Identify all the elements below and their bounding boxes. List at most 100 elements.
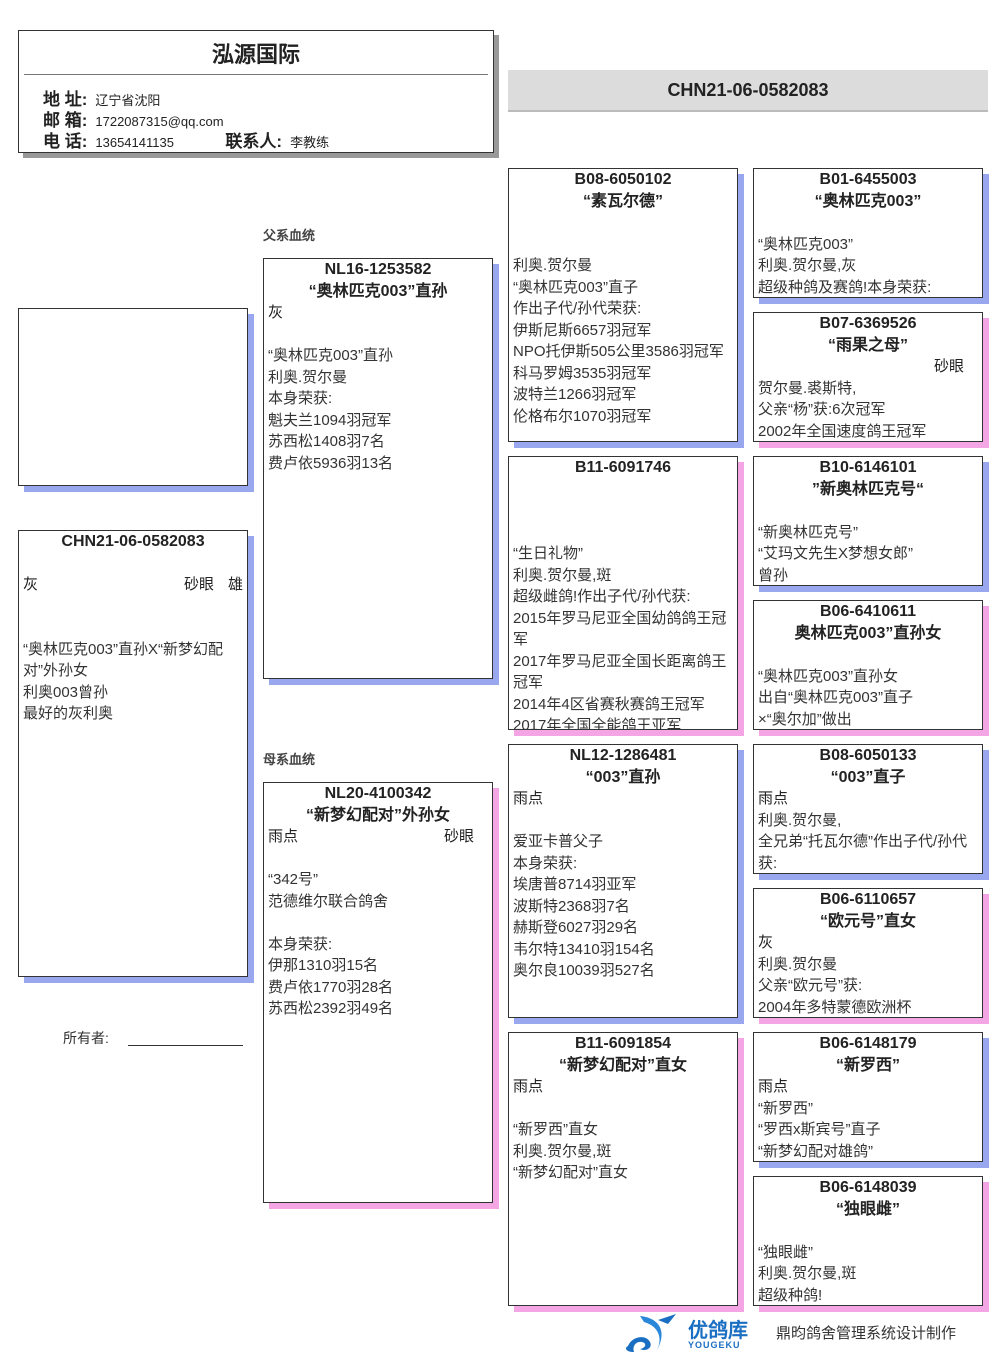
ring-number: B06-6148039 <box>819 1179 917 1196</box>
description-line: 2014年4区省赛秋赛鸽王冠军 <box>513 695 705 713</box>
description-line: 利奥.贺尔曼 <box>513 257 593 274</box>
description-line: 2015年罗马尼亚全国幼鸽鸽王冠军 <box>513 609 727 649</box>
pigeon-card-dd[interactable]: B11-6091854“新梦幻配对”直女雨点“新罗西”直女利奥.贺尔曼,斑“新梦… <box>508 1032 738 1306</box>
description-line: “新梦幻配对”直女 <box>513 1164 628 1181</box>
pigeon-name <box>19 553 247 575</box>
description-line: 奥尔良10039羽527名 <box>513 962 655 979</box>
pigeon-name: “素瓦尔德” <box>582 192 663 210</box>
sire-line-label: 父系血统 <box>263 228 316 243</box>
description-line: 费卢依5936羽13名 <box>268 454 394 472</box>
ring-number: CHN21-06-0582083 <box>61 533 205 550</box>
plumage-color <box>513 212 719 234</box>
meta-row <box>754 1220 982 1242</box>
yougeku-logo: 优鸽库 YOUGEKU <box>620 1312 760 1356</box>
description-line <box>264 848 492 870</box>
pigeon-card-dds[interactable]: B06-6148179“新罗西”雨点“新罗西”“罗西x斯宾号”直子“新梦幻配对雄… <box>753 1032 983 1162</box>
description-line: 利奥.贺尔曼,斑 <box>513 566 612 584</box>
pigeon-name: “新梦幻配对”直女 <box>558 1056 687 1074</box>
meta-row: 雨点 <box>754 788 982 810</box>
ring-number: NL12-1286481 <box>569 747 677 764</box>
meta-row <box>754 644 982 666</box>
description-line: 最好的灰利奥 <box>23 705 114 722</box>
pigeon-card-ddd[interactable]: B06-6148039“独眼雌”“独眼雌”利奥.贺尔曼,斑超级种鸽! <box>753 1176 983 1306</box>
description-line: “奥林匹克003”直孙 <box>268 347 394 364</box>
description-line: 费卢依1770羽28名 <box>268 978 394 996</box>
plumage-color <box>758 356 934 378</box>
ring-number: B11-6091854 <box>574 1035 672 1052</box>
meta-row <box>754 212 982 234</box>
description-line: 利奥.贺尔曼 <box>268 368 348 386</box>
description-line: 波斯特2368羽7名 <box>513 897 630 915</box>
description-line: “新奥林匹克号” <box>758 523 858 541</box>
description-line: “新罗西”直女 <box>513 1121 598 1138</box>
pigeon-card-sss[interactable]: B01-6455003“奥林匹克003”“奥林匹克003”利奥.贺尔曼,灰超级种… <box>753 168 983 298</box>
owner-signature-line[interactable] <box>128 1045 243 1046</box>
description-line: 2017年罗马尼亚全国长距离鸽王冠军 <box>513 652 727 692</box>
pigeon-card-ss[interactable]: B08-6050102 “素瓦尔德” 利奥.贺尔曼 “奥林匹克003”直子作出子代/孙… <box>508 168 738 442</box>
pigeon-card-dsd[interactable]: B06-6110657“欧元号”直女灰利奥.贺尔曼父亲“欧元号”获:2004年多… <box>753 888 983 1018</box>
meta-row: 雨点 <box>509 788 737 810</box>
description-line: 作出子代/孙代荣获: <box>513 300 642 317</box>
description-line: 伊斯尼斯6657羽冠军 <box>513 321 652 339</box>
logo-text-cn: 优鸽库 <box>688 1320 748 1342</box>
description-line: 苏西松2392羽49名 <box>268 1000 394 1017</box>
eye-type: 砂眼 <box>183 576 214 593</box>
description-line <box>264 324 492 346</box>
plumage-color: 雨点 <box>513 790 544 807</box>
ring-number: B06-6410611 <box>819 603 917 620</box>
pigeon-card-sd[interactable]: B11-6091746“生日礼物”利奥.贺尔曼,斑超级雌鸽!作出子代/孙代获:2… <box>508 456 738 730</box>
meta-row <box>754 500 982 522</box>
description-line: ×“奥尔加”做出 <box>758 710 852 728</box>
description-line: 本身荣获: <box>513 854 578 872</box>
description-line: 利奥.贺尔曼, <box>758 811 842 829</box>
plumage-color: 雨点 <box>758 1078 789 1095</box>
description-line: “新罗西” <box>758 1099 813 1117</box>
pigeon-card-dam[interactable]: NL20-4100342“新梦幻配对”外孙女雨点砂眼“342号”范德维尔联合鸽舍… <box>263 782 493 1203</box>
pigeon-card-ds[interactable]: NL12-1286481“003”直孙雨点爱亚卡普父子本身荣获:埃唐普8714羽… <box>508 744 738 1018</box>
description-line <box>509 234 737 256</box>
description-line: 韦尔特13410羽154名 <box>513 940 655 958</box>
ring-number: B11-6091746 <box>574 459 672 476</box>
pigeon-name: “003”直孙 <box>585 768 661 786</box>
phone-label: 电 话: <box>43 132 88 151</box>
ring-number: NL20-4100342 <box>324 785 432 802</box>
pigeon-card-dss[interactable]: B08-6050133“003”直子雨点利奥.贺尔曼,全兄弟“托瓦尔德”作出子代… <box>753 744 983 874</box>
plumage-color <box>758 644 964 666</box>
meta-row: 砂眼 <box>754 356 982 378</box>
contact-value: 李教练 <box>290 135 330 150</box>
ring-number: B08-6050102 <box>574 171 672 188</box>
pigeon-name: ”新奥林匹克号“ <box>811 480 924 498</box>
description-line <box>509 1098 737 1120</box>
pigeon-name: “独眼雌” <box>835 1200 900 1218</box>
description-line: “罗西x斯宾号”直子 <box>758 1121 881 1138</box>
owner-label: 所有者: <box>63 1030 109 1046</box>
plumage-color <box>758 212 964 234</box>
description-line: 2004年多特蒙德欧洲杯 <box>758 998 912 1016</box>
plumage-color <box>758 500 964 522</box>
description-line: 超级种鸽及赛鸽!本身荣获: <box>758 278 932 296</box>
address-row: 地 址: 辽宁省沈阳 <box>43 85 160 110</box>
pigeon-card-sds[interactable]: B10-6146101”新奥林匹克号““新奥林匹克号”“艾玛文先生X梦想女郎”曾… <box>753 456 983 586</box>
ring-number: NL16-1253582 <box>324 261 432 278</box>
loft-name: 泓源国际 <box>211 42 300 67</box>
ring-number: B08-6050133 <box>819 747 917 764</box>
ring-number: B01-6455003 <box>819 171 917 188</box>
pigeon-name: 奥林匹克003”直孙女 <box>794 624 942 642</box>
description-line: “奥林匹克003”直子 <box>513 278 639 296</box>
plumage-color: 灰 <box>268 304 284 321</box>
logo-text-en: YOUGEKU <box>688 1340 741 1350</box>
ring-number: B10-6146101 <box>819 459 917 476</box>
email-value: 1722087315@qq.com <box>95 114 224 129</box>
description-line <box>264 912 492 934</box>
description-line: 利奥.贺尔曼,灰 <box>758 257 857 274</box>
divider <box>24 74 488 75</box>
description-line: 父亲“杨”获:6次冠军 <box>758 401 886 418</box>
ring-number: B06-6110657 <box>819 891 917 908</box>
plumage-color <box>758 1220 964 1242</box>
pigeon-card-sire[interactable]: NL16-1253582“奥林匹克003”直孙灰“奥林匹克003”直孙利奥.贺尔… <box>263 258 493 679</box>
plumage-color <box>513 500 719 522</box>
